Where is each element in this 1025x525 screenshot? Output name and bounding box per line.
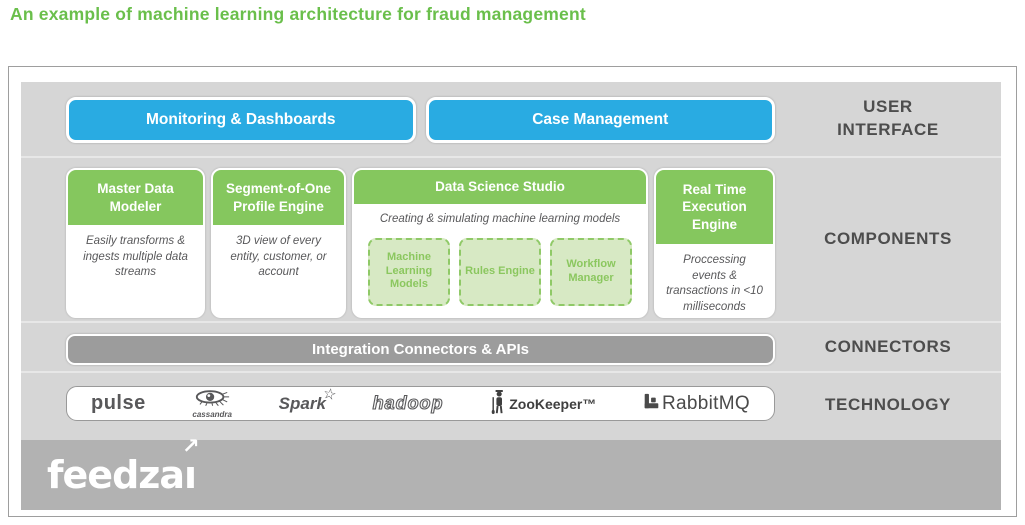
feedzai-dotless-i: ı — [184, 453, 197, 497]
card-data-science-studio: Data Science Studio Creating & simulatin… — [352, 168, 648, 318]
card-master-data-modeler: Master Data Modeler Easily transforms & … — [66, 168, 205, 318]
spark-star-icon: ☆ — [321, 384, 339, 404]
user-interface-label-area: USER INTERFACE — [775, 82, 1001, 156]
zookeeper-wordmark: ZooKeeper™ — [509, 395, 597, 412]
card-title: Master Data Modeler — [68, 170, 203, 225]
user-interface-label: USER INTERFACE — [837, 97, 939, 139]
components-label: COMPONENTS — [824, 229, 952, 249]
row-technology: pulse — [21, 373, 1001, 438]
connectors-label-area: CONNECTORS — [775, 323, 1001, 371]
spark-wordmark: Spark — [278, 393, 326, 413]
card-subtitle: Creating & simulating machine learning m… — [379, 213, 621, 225]
card-real-time-execution-engine: Real Time Execution Engine Proccessing e… — [654, 168, 775, 318]
feedzai-arrow-icon: ↗ — [182, 434, 200, 458]
rabbitmq-mark-icon — [643, 393, 660, 416]
rabbitmq-logo: RabbitMQ — [643, 391, 750, 416]
page-title: An example of machine learning architect… — [10, 4, 586, 24]
footer-band: feedzaı↗ — [21, 436, 1001, 510]
technology-label: TECHNOLOGY — [825, 395, 951, 415]
technology-bar: pulse — [66, 384, 775, 421]
card-title: Segment-of-One Profile Engine — [213, 170, 344, 225]
card-description: 3D view of every entity, customer, or ac… — [213, 225, 344, 316]
feedzai-wordmark: feedza — [47, 453, 185, 497]
row-user-interface: Monitoring & Dashboards Case Management … — [21, 82, 1001, 158]
module-rules-engine: Rules Engine — [459, 237, 541, 306]
cassandra-wordmark: cassandra — [192, 409, 232, 419]
module-machine-learning-models: Machine Learning Models — [368, 237, 450, 306]
card-description: Easily transforms & ingests multiple dat… — [68, 225, 203, 316]
row-components: Master Data Modeler Easily transforms & … — [21, 158, 1001, 323]
monitoring-dashboards-box: Monitoring & Dashboards — [66, 97, 416, 143]
diagram-panel: Monitoring & Dashboards Case Management … — [21, 82, 1001, 440]
feedzai-logo: feedzaı↗ — [47, 436, 200, 497]
components-label-area: COMPONENTS — [775, 158, 1001, 321]
module-workflow-manager: Workflow Manager — [550, 237, 632, 306]
cassandra-eye-icon — [193, 389, 231, 410]
connectors-label: CONNECTORS — [824, 336, 952, 356]
hadoop-logo: hadoop — [372, 392, 444, 413]
spark-logo: Spark ☆ — [278, 384, 339, 414]
card-segment-of-one: Segment-of-One Profile Engine 3D view of… — [211, 168, 346, 318]
rabbitmq-wordmark: RabbitMQ — [662, 392, 750, 414]
card-title: Real Time Execution Engine — [656, 170, 773, 244]
card-description: Proccessing events & transactions in <10… — [656, 244, 773, 316]
pulse-logo: pulse — [91, 392, 146, 414]
integration-connectors-bar: Integration Connectors & APIs — [66, 334, 775, 365]
technology-label-area: TECHNOLOGY — [775, 373, 1001, 438]
cassandra-logo: cassandra — [192, 389, 232, 419]
case-management-box: Case Management — [425, 97, 775, 143]
card-title: Data Science Studio — [354, 170, 646, 204]
architecture-frame: Monitoring & Dashboards Case Management … — [8, 66, 1017, 517]
row-connectors: Integration Connectors & APIs CONNECTORS — [21, 323, 1001, 373]
zookeeper-man-icon — [490, 389, 506, 418]
zookeeper-logo: ZooKeeper™ — [490, 389, 596, 418]
